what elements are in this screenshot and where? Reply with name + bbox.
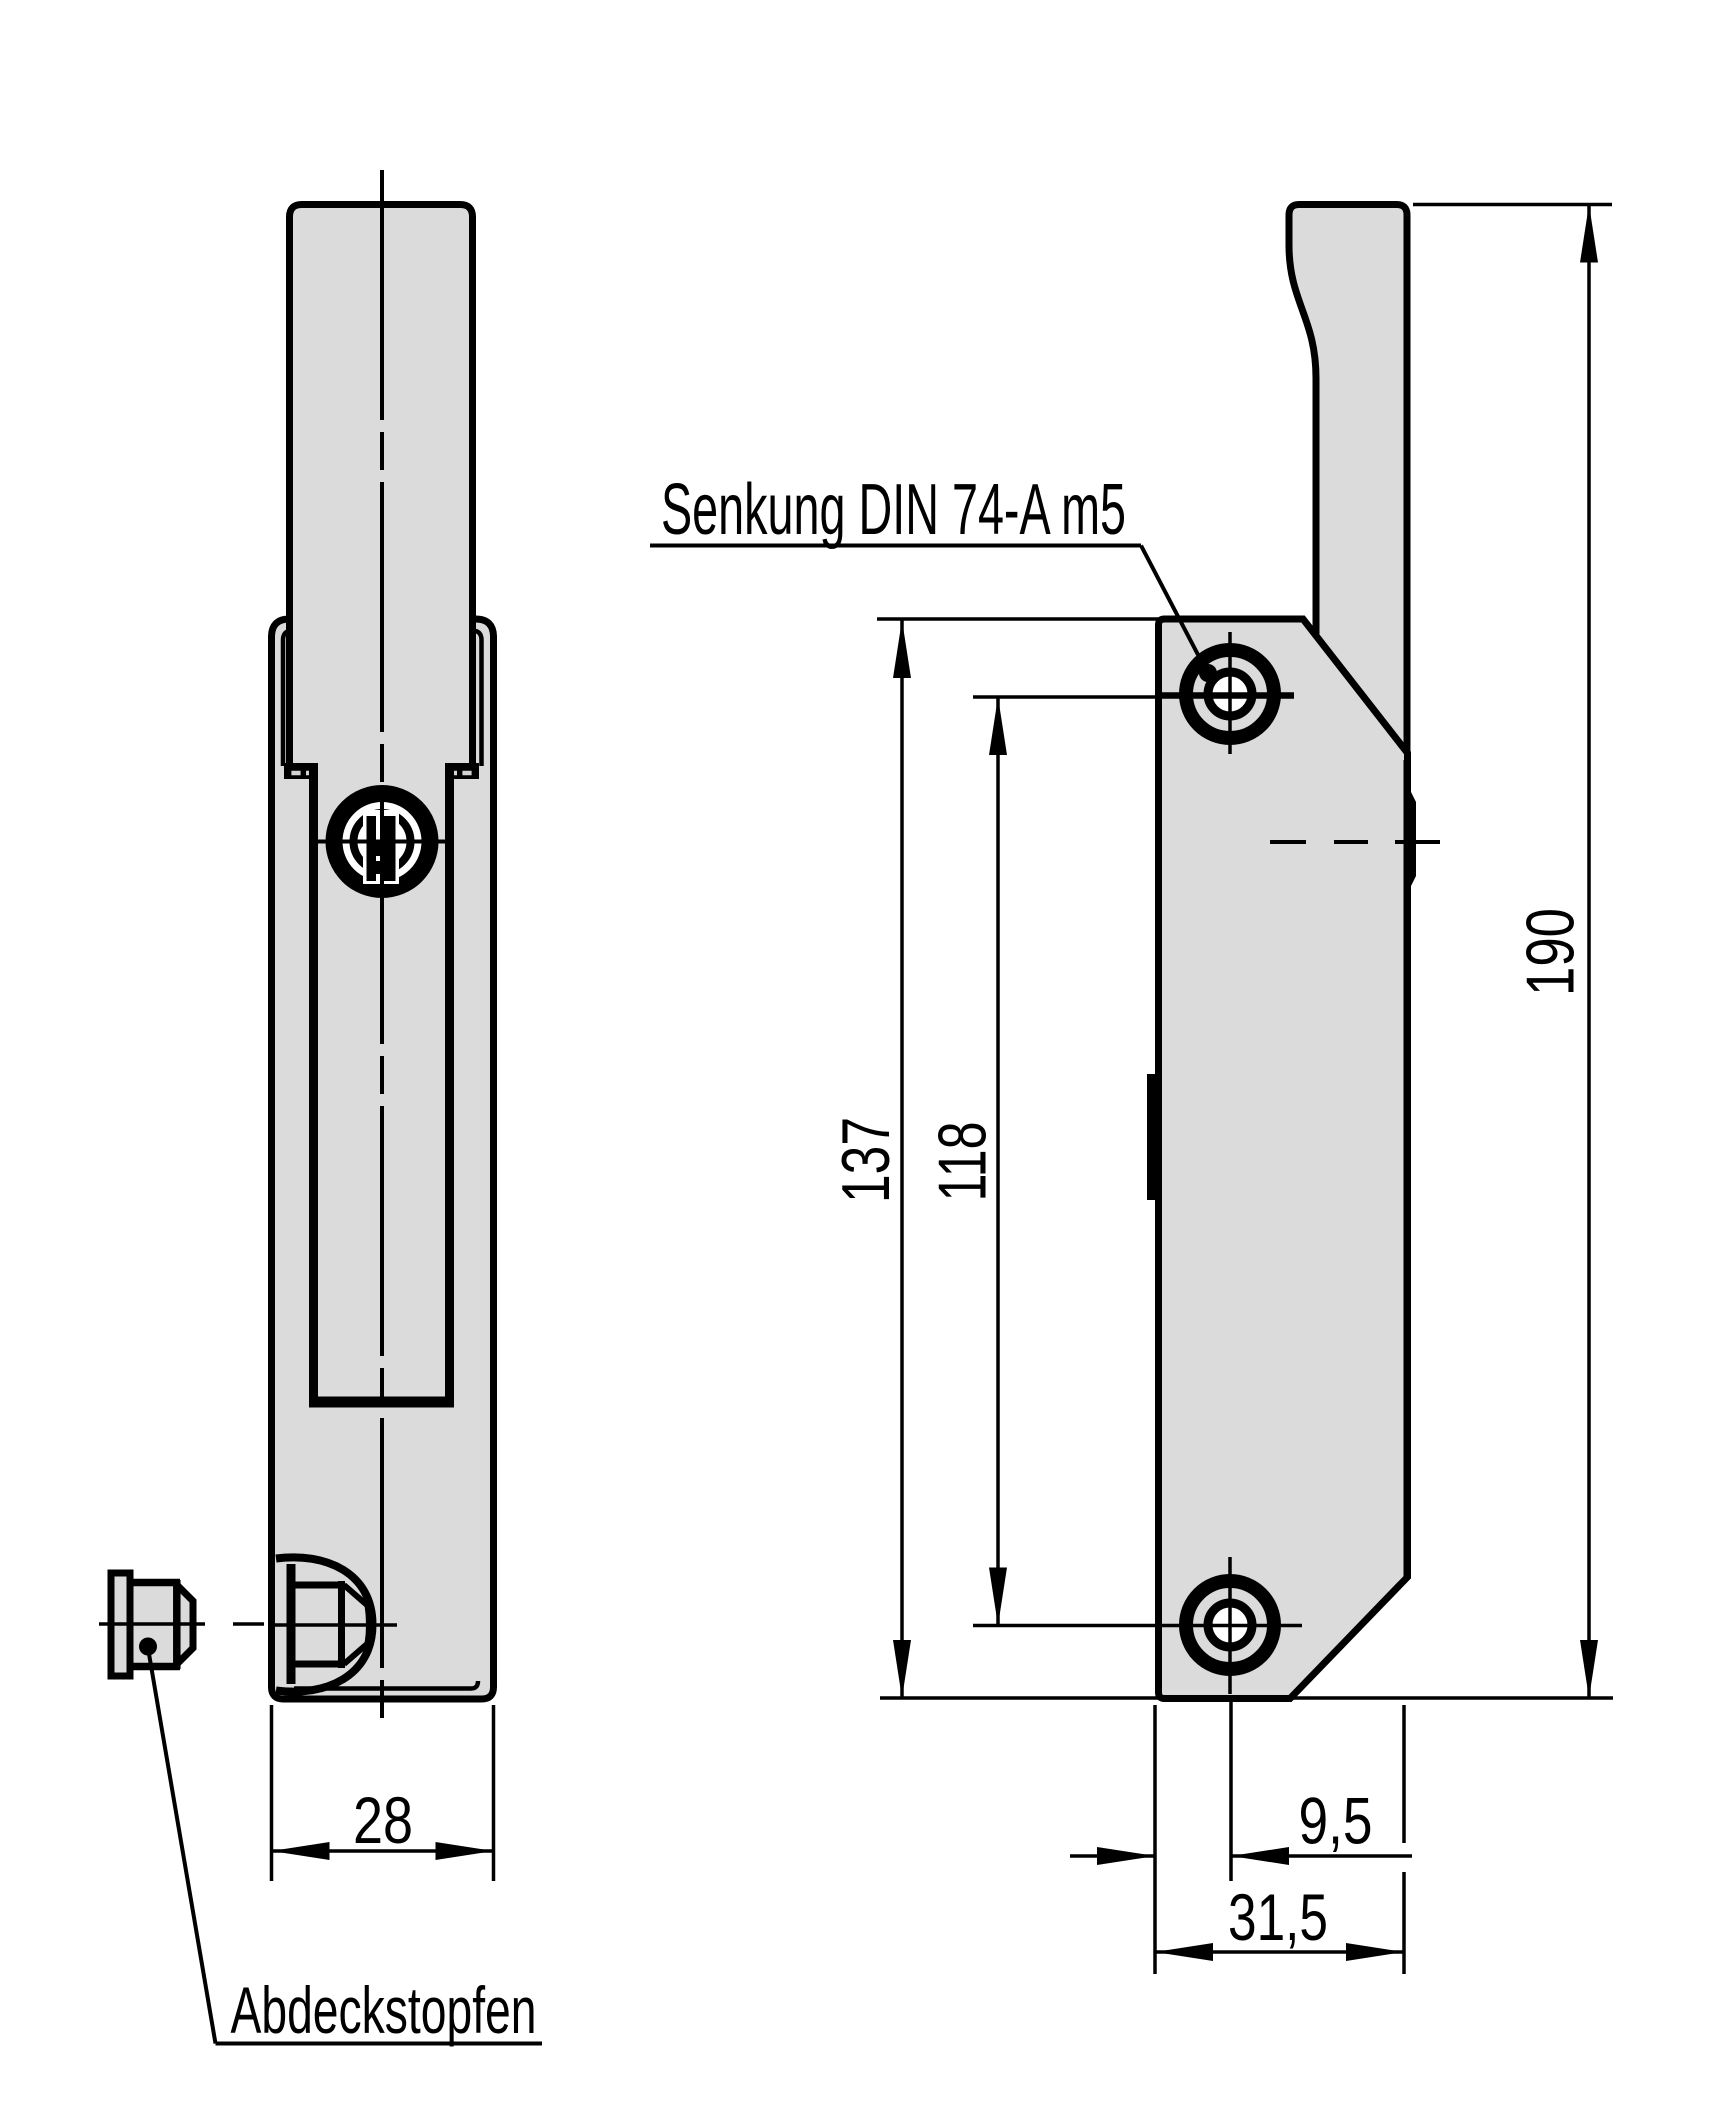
svg-text:9,5: 9,5 (1299, 1784, 1373, 1858)
svg-text:28: 28 (353, 1783, 413, 1857)
svg-text:Abdeckstopfen: Abdeckstopfen (231, 1973, 537, 2047)
svg-text:137: 137 (828, 1117, 904, 1203)
svg-text:31,5: 31,5 (1228, 1880, 1328, 1954)
svg-text:190: 190 (1513, 908, 1589, 996)
svg-text:118: 118 (925, 1122, 1001, 1202)
svg-text:Senkung DIN 74-A m5: Senkung DIN 74-A m5 (661, 470, 1126, 550)
